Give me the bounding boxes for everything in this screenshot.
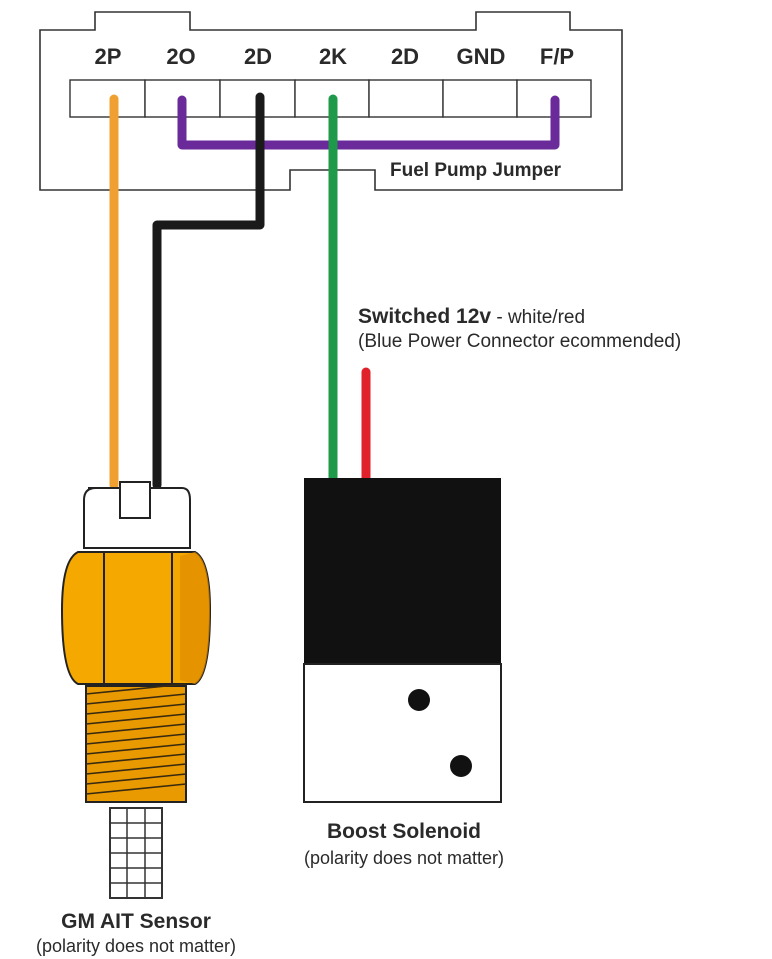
pin-cell-1 (69, 79, 146, 118)
boost-solenoid (303, 478, 502, 803)
solenoid-port-1 (408, 689, 430, 711)
black-wire (152, 92, 265, 490)
boost-solenoid-note: (polarity does not matter) (304, 848, 504, 868)
solenoid-port-2 (450, 755, 472, 777)
fuel-pump-jumper-wire (177, 95, 560, 150)
sensor-thread (85, 685, 187, 803)
switched-12v-bold: Switched 12v (358, 305, 491, 328)
pin-cell-5 (368, 79, 444, 118)
pin-cell-6 (442, 79, 518, 118)
connector-housing (39, 11, 623, 191)
solenoid-bottom-block (303, 663, 502, 803)
boost-solenoid-title: Boost Solenoid (327, 820, 481, 843)
sensor-hex-shade (180, 552, 210, 684)
pin-label-7: F/P (540, 44, 574, 69)
pin-label-6: GND (457, 44, 506, 69)
sensor-thread-lines (85, 683, 187, 795)
ait-sensor (60, 481, 212, 899)
pin-label-4: 2K (319, 44, 347, 69)
switched-12v-label: Switched 12v - white/red (358, 305, 585, 328)
pin-labels: 2P 2O 2D 2K 2D GND F/P (95, 44, 575, 69)
ait-sensor-title: GM AIT Sensor (61, 910, 211, 933)
pin-label-5: 2D (391, 44, 419, 69)
solenoid-top-block (304, 478, 501, 666)
ait-sensor-note: (polarity does not matter) (36, 936, 236, 956)
switched-12v-color: - white/red (491, 307, 585, 328)
power-connector-note: (Blue Power Connector ecommended) (358, 331, 681, 352)
pin-label-1: 2P (95, 44, 122, 69)
pin-label-2: 2O (166, 44, 195, 69)
sensor-tip-grid (110, 808, 162, 898)
pin-label-3: 2D (244, 44, 272, 69)
fuel-pump-jumper-label: Fuel Pump Jumper (390, 160, 562, 181)
sensor-plug-latch (119, 481, 151, 519)
